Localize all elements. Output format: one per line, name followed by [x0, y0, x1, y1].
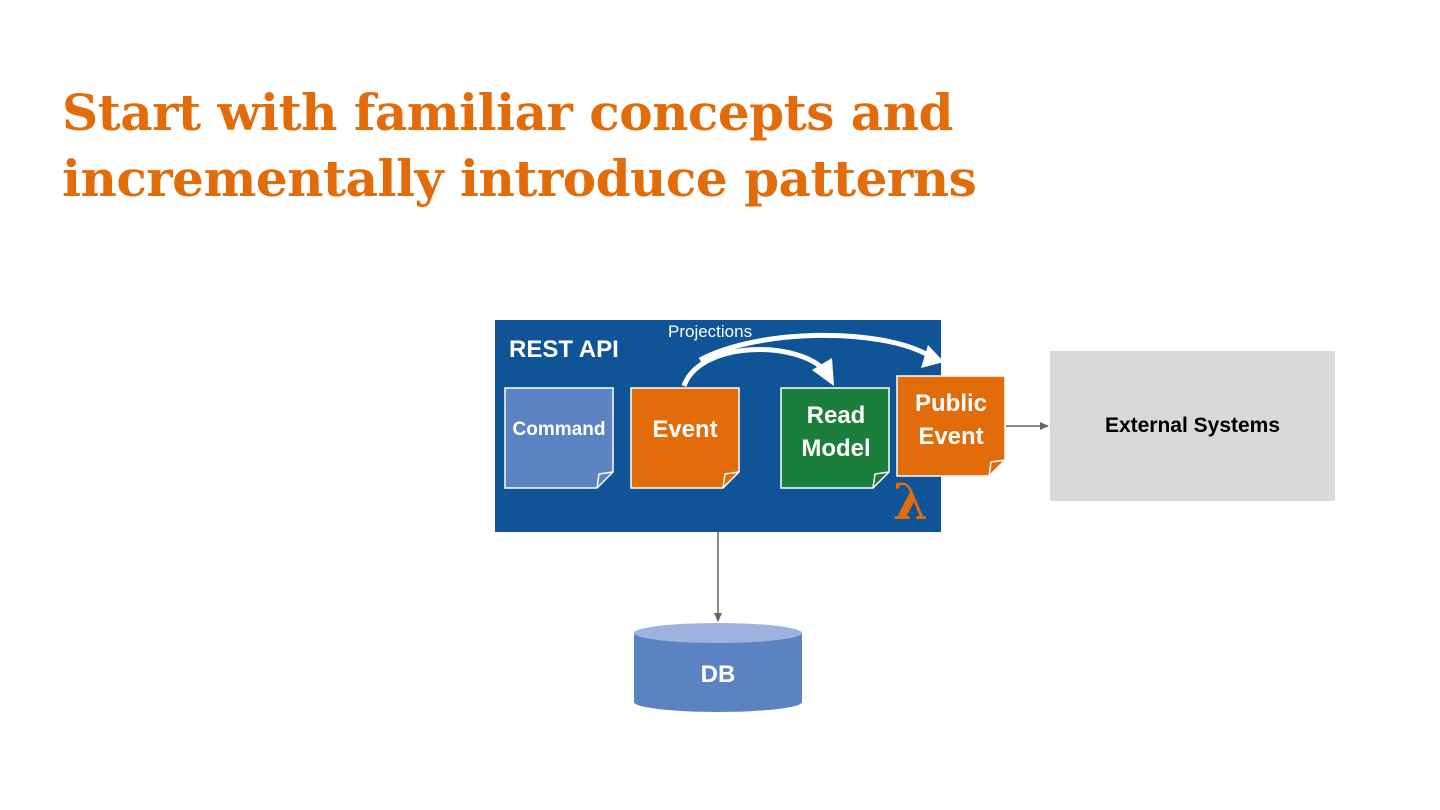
event-note	[630, 387, 740, 489]
external-systems-text: External Systems	[1104, 414, 1281, 437]
event-label: Event	[631, 388, 739, 472]
db-cylinder	[634, 623, 802, 712]
external-systems-label: External Systems	[1050, 351, 1335, 501]
command-note	[504, 387, 614, 489]
read-model-line-1: Read	[806, 402, 866, 429]
public-event-line-2: Event	[918, 423, 984, 450]
slide-title: Start with familiar concepts and increme…	[62, 80, 1162, 212]
projection-arrows	[681, 332, 944, 387]
public-event-label: Public Event	[897, 378, 1005, 462]
read-model-note	[780, 387, 890, 489]
event-label-text: Event	[652, 416, 718, 443]
db-text: DB	[700, 661, 736, 688]
external-systems-box	[1050, 351, 1335, 501]
title-line-1: Start with familiar concepts and	[62, 83, 954, 142]
rest-api-label: REST API	[509, 336, 619, 363]
read-model-label: Read Model	[781, 390, 891, 474]
command-label-text: Command	[512, 419, 606, 440]
projections-label: Projections	[668, 322, 753, 341]
read-model-line-2: Model	[801, 435, 871, 462]
title-line-2: incrementally introduce patterns	[62, 149, 977, 208]
db-label: DB	[634, 645, 802, 705]
projection-arrowhead-public-event	[921, 345, 944, 368]
projection-arrowhead-read-model	[812, 358, 834, 386]
lambda-icon: λ	[893, 472, 929, 531]
public-event-note	[896, 375, 1006, 477]
command-label: Command	[505, 388, 613, 472]
public-event-line-1: Public	[914, 390, 987, 417]
